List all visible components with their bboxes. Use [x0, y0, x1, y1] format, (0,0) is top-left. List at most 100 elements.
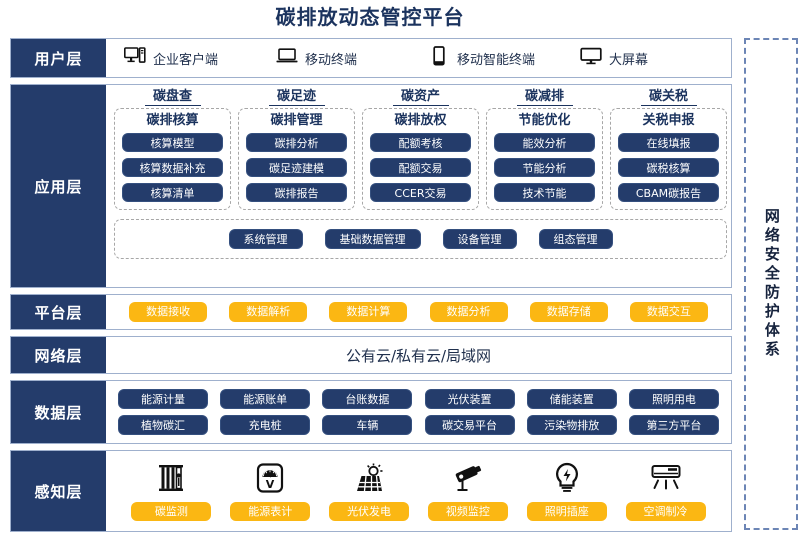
layer-user: 用户层 [10, 38, 732, 78]
data-item-energy-bill[interactable]: 能源账单 [220, 389, 311, 409]
sense-item-label: 空调制冷 [625, 502, 706, 521]
app-item[interactable]: 碳排分析 [246, 133, 347, 152]
management-item-device[interactable]: 设备管理 [442, 229, 517, 249]
app-item[interactable]: 碳税核算 [618, 158, 719, 177]
platform-item-data-storage[interactable]: 数据存储 [529, 302, 608, 322]
solar-panel-icon [353, 461, 385, 495]
platform-item-data-parse[interactable]: 数据解析 [229, 302, 308, 322]
app-group-box: 碳排放权 配额考核 配额交易 CCER交易 [362, 108, 479, 210]
app-item[interactable]: 技术节能 [494, 183, 595, 202]
layer-user-label: 用户层 [11, 39, 106, 77]
layer-platform-label: 平台层 [11, 295, 106, 329]
layer-user-body: 企业客户端 移动终端 [106, 39, 732, 77]
app-column-title: 碳关税 [640, 89, 697, 106]
data-item-pollutant-emission[interactable]: 污染物排放 [526, 415, 617, 435]
app-group-box: 碳排管理 碳排分析 碳足迹建模 碳排报告 [238, 108, 355, 210]
sense-item-label: 能源表计 [230, 502, 311, 521]
user-item-mobile-terminal[interactable]: 移动终端 [276, 47, 428, 69]
app-column-carbon-tariff: 碳关税 关税申报 在线填报 碳税核算 CBAM碳报告 [610, 89, 727, 210]
app-item[interactable]: 碳排报告 [246, 183, 347, 202]
air-conditioner-icon [650, 461, 682, 495]
data-item-storage-device[interactable]: 储能装置 [526, 389, 617, 409]
energy-meter-icon: V [255, 461, 285, 495]
layer-platform-body: 数据接收 数据解析 数据计算 数据分析 数据存储 数据交互 [106, 295, 731, 329]
application-management-box: 系统管理 基础数据管理 设备管理 组态管理 [114, 219, 727, 259]
user-item-label: 移动终端 [305, 52, 358, 68]
app-item[interactable]: 核算数据补充 [122, 158, 223, 177]
app-column-title: 碳足迹 [268, 89, 325, 106]
layer-data-label: 数据层 [11, 381, 106, 443]
sense-item-carbon-monitoring[interactable]: 碳监测 [124, 461, 219, 521]
management-item-system[interactable]: 系统管理 [228, 229, 303, 249]
layer-network: 网络层 公有云/私有云/局域网 [10, 336, 732, 374]
lightbulb-icon [553, 461, 581, 495]
app-group-box: 碳排核算 核算模型 核算数据补充 核算清单 [114, 108, 231, 210]
data-item-third-party-platform[interactable]: 第三方平台 [628, 415, 719, 435]
platform-item-data-analysis[interactable]: 数据分析 [429, 302, 508, 322]
monitor-icon [580, 47, 602, 69]
platform-item-data-exchange[interactable]: 数据交互 [629, 302, 708, 322]
platform-item-data-compute[interactable]: 数据计算 [329, 302, 408, 322]
data-item-lighting-power[interactable]: 照明用电 [628, 389, 719, 409]
cctv-camera-icon [451, 461, 485, 495]
app-item[interactable]: CBAM碳报告 [618, 183, 719, 202]
user-item-label: 移动智能终端 [457, 52, 536, 68]
layer-stack: 用户层 [10, 38, 732, 538]
management-item-configuration[interactable]: 组态管理 [538, 229, 613, 249]
platform-item-data-receive[interactable]: 数据接收 [129, 302, 208, 322]
sense-item-video-surveillance[interactable]: 视频监控 [420, 461, 515, 521]
user-item-label: 大屏幕 [609, 52, 649, 68]
app-group-title: 碳排放权 [394, 113, 447, 128]
layer-application-label: 应用层 [11, 85, 106, 287]
app-item[interactable]: 核算模型 [122, 133, 223, 152]
data-item-ledger-data[interactable]: 台账数据 [322, 389, 413, 409]
sense-item-air-conditioning[interactable]: 空调制冷 [618, 461, 713, 521]
user-item-smart-mobile-terminal[interactable]: 移动智能终端 [428, 46, 580, 70]
app-item[interactable]: 配额交易 [370, 158, 471, 177]
svg-text:V: V [266, 478, 275, 491]
app-group-title: 节能优化 [518, 113, 571, 128]
user-items-row: 企业客户端 移动终端 [106, 39, 732, 77]
laptop-icon [276, 47, 298, 69]
app-item[interactable]: 能效分析 [494, 133, 595, 152]
smartphone-icon [428, 46, 450, 70]
platform-items-row: 数据接收 数据解析 数据计算 数据分析 数据存储 数据交互 [106, 295, 731, 329]
app-item[interactable]: 在线填报 [618, 133, 719, 152]
security-column: 网络安全防护体系 [744, 38, 798, 530]
app-column-title: 碳盘查 [144, 89, 201, 106]
app-item[interactable]: 配额考核 [370, 133, 471, 152]
page-title: 碳排放动态管控平台 [275, 5, 465, 29]
layer-application: 应用层 碳盘查 碳排核算 核算模型 核算数据补充 核算清单 碳足迹 [10, 84, 732, 288]
app-item[interactable]: 碳足迹建模 [246, 158, 347, 177]
desktop-tower-icon [124, 47, 146, 69]
sense-item-lighting-socket[interactable]: 照明插座 [519, 461, 614, 521]
data-item-pv-device[interactable]: 光伏装置 [424, 389, 515, 409]
app-item[interactable]: 节能分析 [494, 158, 595, 177]
data-items-grid: 能源计量 能源账单 台账数据 光伏装置 储能装置 照明用电 植物碳汇 充电桩 车… [106, 381, 731, 443]
data-item-plant-carbon-sink[interactable]: 植物碳汇 [118, 415, 208, 435]
user-item-large-screen[interactable]: 大屏幕 [580, 47, 732, 69]
management-item-basic-data[interactable]: 基础数据管理 [324, 229, 421, 249]
security-column-label: 网络安全防护体系 [762, 208, 781, 360]
app-item[interactable]: CCER交易 [370, 183, 471, 202]
app-column-carbon-inventory: 碳盘查 碳排核算 核算模型 核算数据补充 核算清单 [114, 89, 231, 210]
app-item[interactable]: 核算清单 [122, 183, 223, 202]
user-item-enterprise-client[interactable]: 企业客户端 [124, 47, 276, 69]
app-group-box: 关税申报 在线填报 碳税核算 CBAM碳报告 [610, 108, 727, 210]
layer-sense-label: 感知层 [11, 451, 106, 531]
sense-item-energy-meter[interactable]: V 能源表计 [223, 461, 318, 521]
layer-network-label: 网络层 [11, 337, 106, 373]
data-item-energy-metering[interactable]: 能源计量 [118, 389, 208, 409]
data-item-carbon-trading-platform[interactable]: 碳交易平台 [424, 415, 515, 435]
layer-sense: 感知层 [10, 450, 732, 532]
layer-application-body: 碳盘查 碳排核算 核算模型 核算数据补充 核算清单 碳足迹 碳排管理 碳排分析 [106, 85, 735, 287]
app-column-title: 碳资产 [392, 89, 449, 106]
network-text: 公有云/私有云/局域网 [345, 346, 492, 365]
layer-data-body: 能源计量 能源账单 台账数据 光伏装置 储能装置 照明用电 植物碳汇 充电桩 车… [106, 381, 731, 443]
layer-data: 数据层 能源计量 能源账单 台账数据 光伏装置 储能装置 照明用电 植物碳汇 充… [10, 380, 732, 444]
data-item-charging-pile[interactable]: 充电桩 [220, 415, 311, 435]
sense-item-pv-generation[interactable]: 光伏发电 [322, 461, 417, 521]
data-row: 能源计量 能源账单 台账数据 光伏装置 储能装置 照明用电 [118, 389, 719, 409]
data-item-vehicle[interactable]: 车辆 [322, 415, 413, 435]
